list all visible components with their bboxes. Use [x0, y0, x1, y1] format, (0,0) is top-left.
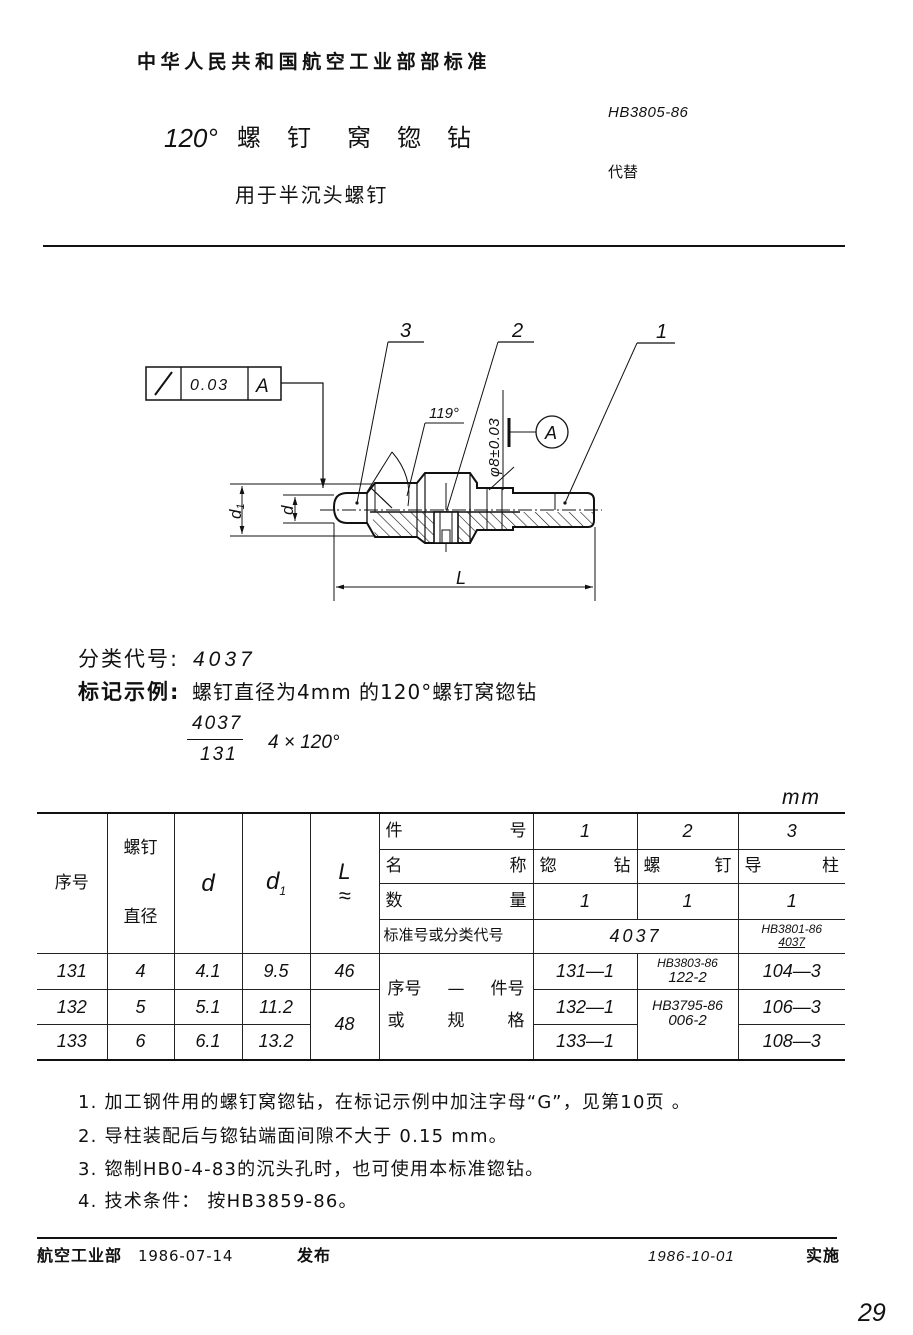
footer-issue-date: 1986-07-14: [138, 1247, 234, 1265]
footer-issue-label: 发布: [297, 1246, 332, 1265]
cell-d: 4.1: [173, 953, 243, 990]
cell-screw-dia: 4: [106, 953, 175, 990]
title-char: 钻: [447, 124, 471, 152]
cell-part2: HB3803-86 122-2: [636, 953, 739, 990]
marking-example-label: 标记示例:: [78, 680, 181, 704]
cell-d: 5.1: [173, 989, 243, 1025]
datum-label: A: [544, 423, 557, 443]
header-d1: d1: [241, 812, 311, 954]
datum-a: A: [507, 415, 569, 449]
quantity-1: 1: [532, 883, 638, 920]
table-row: 131 4 4.1 9.5 46 序号—件号 或规格 131—1 HB3803-…: [37, 953, 845, 1061]
angle-annotation: 119°: [366, 405, 464, 507]
unit-label: mm: [782, 786, 821, 809]
screw-part: [433, 511, 459, 544]
title-char: 螺: [237, 124, 261, 152]
cell-part3: 108—3: [737, 1024, 845, 1061]
technical-drawing: 0.03 A 3 2 1 119° φ8±0.03 A: [145, 320, 675, 601]
marking-example-description: 螺钉直径为4mm 的120°螺钉窝锪钻: [192, 680, 538, 704]
standard-number: HB3805-86: [608, 104, 689, 121]
part-no-label: 件号: [378, 811, 534, 850]
cell-seq: 132: [37, 989, 108, 1025]
cell-screw-dia: 6: [106, 1024, 175, 1061]
cell-L: 48: [309, 989, 380, 1061]
note-1: 1. 加工钢件用的螺钉窝锪钻，在标记示例中加注字母“G”，见第10页 。: [78, 1092, 691, 1113]
footer-effective-date: 1986-10-01: [648, 1248, 735, 1265]
cell-d: 6.1: [173, 1024, 243, 1061]
std-no-parts-1-2: 4037: [532, 918, 739, 955]
note-2: 2. 导柱装配后与锪钻端面间隙不大于 0.15 mm。: [78, 1126, 508, 1147]
cell-d1: 13.2: [241, 1024, 311, 1061]
part-no-2: 2: [636, 811, 739, 850]
fraction-bar: [187, 739, 243, 740]
cell-seq: 131: [37, 953, 108, 990]
header-L: L ≈: [309, 812, 380, 954]
cell-part3: 104—3: [737, 953, 845, 990]
spec-table: 序号 螺钉 直径 d d1 L ≈ 件号 1 2 3 名称 锪钻 螺钉 导柱: [37, 811, 845, 1061]
title-angle: 120°: [164, 123, 218, 153]
replaces-label: 代替: [608, 163, 639, 181]
tolerance-value: 0.03: [190, 377, 229, 394]
cell-part2: HB3795-86 006-2: [636, 989, 739, 1061]
dim-d: d: [278, 505, 297, 515]
dim-d1: d1: [226, 503, 247, 519]
dimension-lines: d1 d L: [226, 483, 596, 601]
note-4: 4. 技术条件： 按HB3859-86。: [78, 1191, 358, 1212]
fraction-denominator: 131: [200, 744, 238, 765]
header-d: d: [173, 812, 243, 954]
header-divider: [43, 245, 845, 247]
cell-part1: 131—1: [532, 953, 638, 990]
footer-effective-label: 实施: [806, 1246, 841, 1265]
tool-body: [320, 472, 602, 552]
quantity-label: 数量: [378, 883, 534, 920]
title-char: 窝: [347, 124, 371, 152]
part-no-3: 3: [737, 811, 845, 850]
part-label-3: 3: [400, 320, 411, 342]
std-no-label: 标准号或分类代号: [378, 918, 534, 955]
cell-L: 46: [309, 953, 380, 990]
header-screw-dia: 螺钉 直径: [106, 812, 175, 954]
spec-label: 序号—件号 或规格: [378, 953, 534, 1061]
name-part-2: 螺钉: [636, 848, 739, 885]
part-no-1: 1: [532, 811, 638, 850]
quantity-2: 1: [636, 883, 739, 920]
diameter-value: φ8±0.03: [486, 418, 503, 477]
classification-label: 分类代号:: [78, 647, 180, 671]
subtitle: 用于半沉头螺钉: [235, 183, 389, 207]
title-char: 钉: [287, 124, 311, 152]
page-number: 29: [858, 1299, 886, 1327]
cell-part3: 106—3: [737, 989, 845, 1025]
org-standard-title: 中华人民共和国航空工业部部标准: [137, 51, 492, 73]
marking-spec: 4 × 120°: [268, 732, 340, 753]
classification-value: 4037: [193, 648, 256, 671]
cell-part1: 132—1: [532, 989, 638, 1025]
name-part-1: 锪钻: [532, 848, 638, 885]
part-label-2: 2: [511, 320, 523, 342]
header-seq: 序号: [37, 812, 108, 954]
note-3: 3. 锪制HB0-4-83的沉头孔时，也可使用本标准锪钻。: [78, 1159, 545, 1180]
std-no-part-3: HB3801-86 4037: [737, 918, 845, 955]
cell-d1: 11.2: [241, 989, 311, 1025]
name-part-3: 导柱: [737, 848, 845, 885]
runout-symbol-icon: [154, 371, 173, 396]
diameter-annotation: φ8±0.03: [486, 390, 515, 491]
quantity-3: 1: [737, 883, 845, 920]
title-char: 锪: [397, 124, 421, 152]
cell-part1: 133—1: [532, 1024, 638, 1061]
angle-value: 119°: [429, 405, 459, 422]
part-leaders: 3 2 1: [355, 320, 675, 525]
cell-screw-dia: 5: [106, 989, 175, 1025]
footer-issuer: 航空工业部: [37, 1246, 123, 1265]
name-label: 名称: [378, 848, 534, 885]
dim-L: L: [456, 568, 466, 588]
footer-divider: [37, 1237, 837, 1239]
fraction-numerator: 4037: [192, 713, 243, 734]
tolerance-datum: A: [255, 376, 269, 397]
part-label-1: 1: [656, 321, 667, 343]
cell-d1: 9.5: [241, 953, 311, 990]
cell-seq: 133: [37, 1024, 108, 1061]
table-row: 133 6 6.1 13.2 133—1 108—3: [37, 1024, 845, 1061]
tolerance-frame: 0.03 A: [145, 366, 326, 488]
